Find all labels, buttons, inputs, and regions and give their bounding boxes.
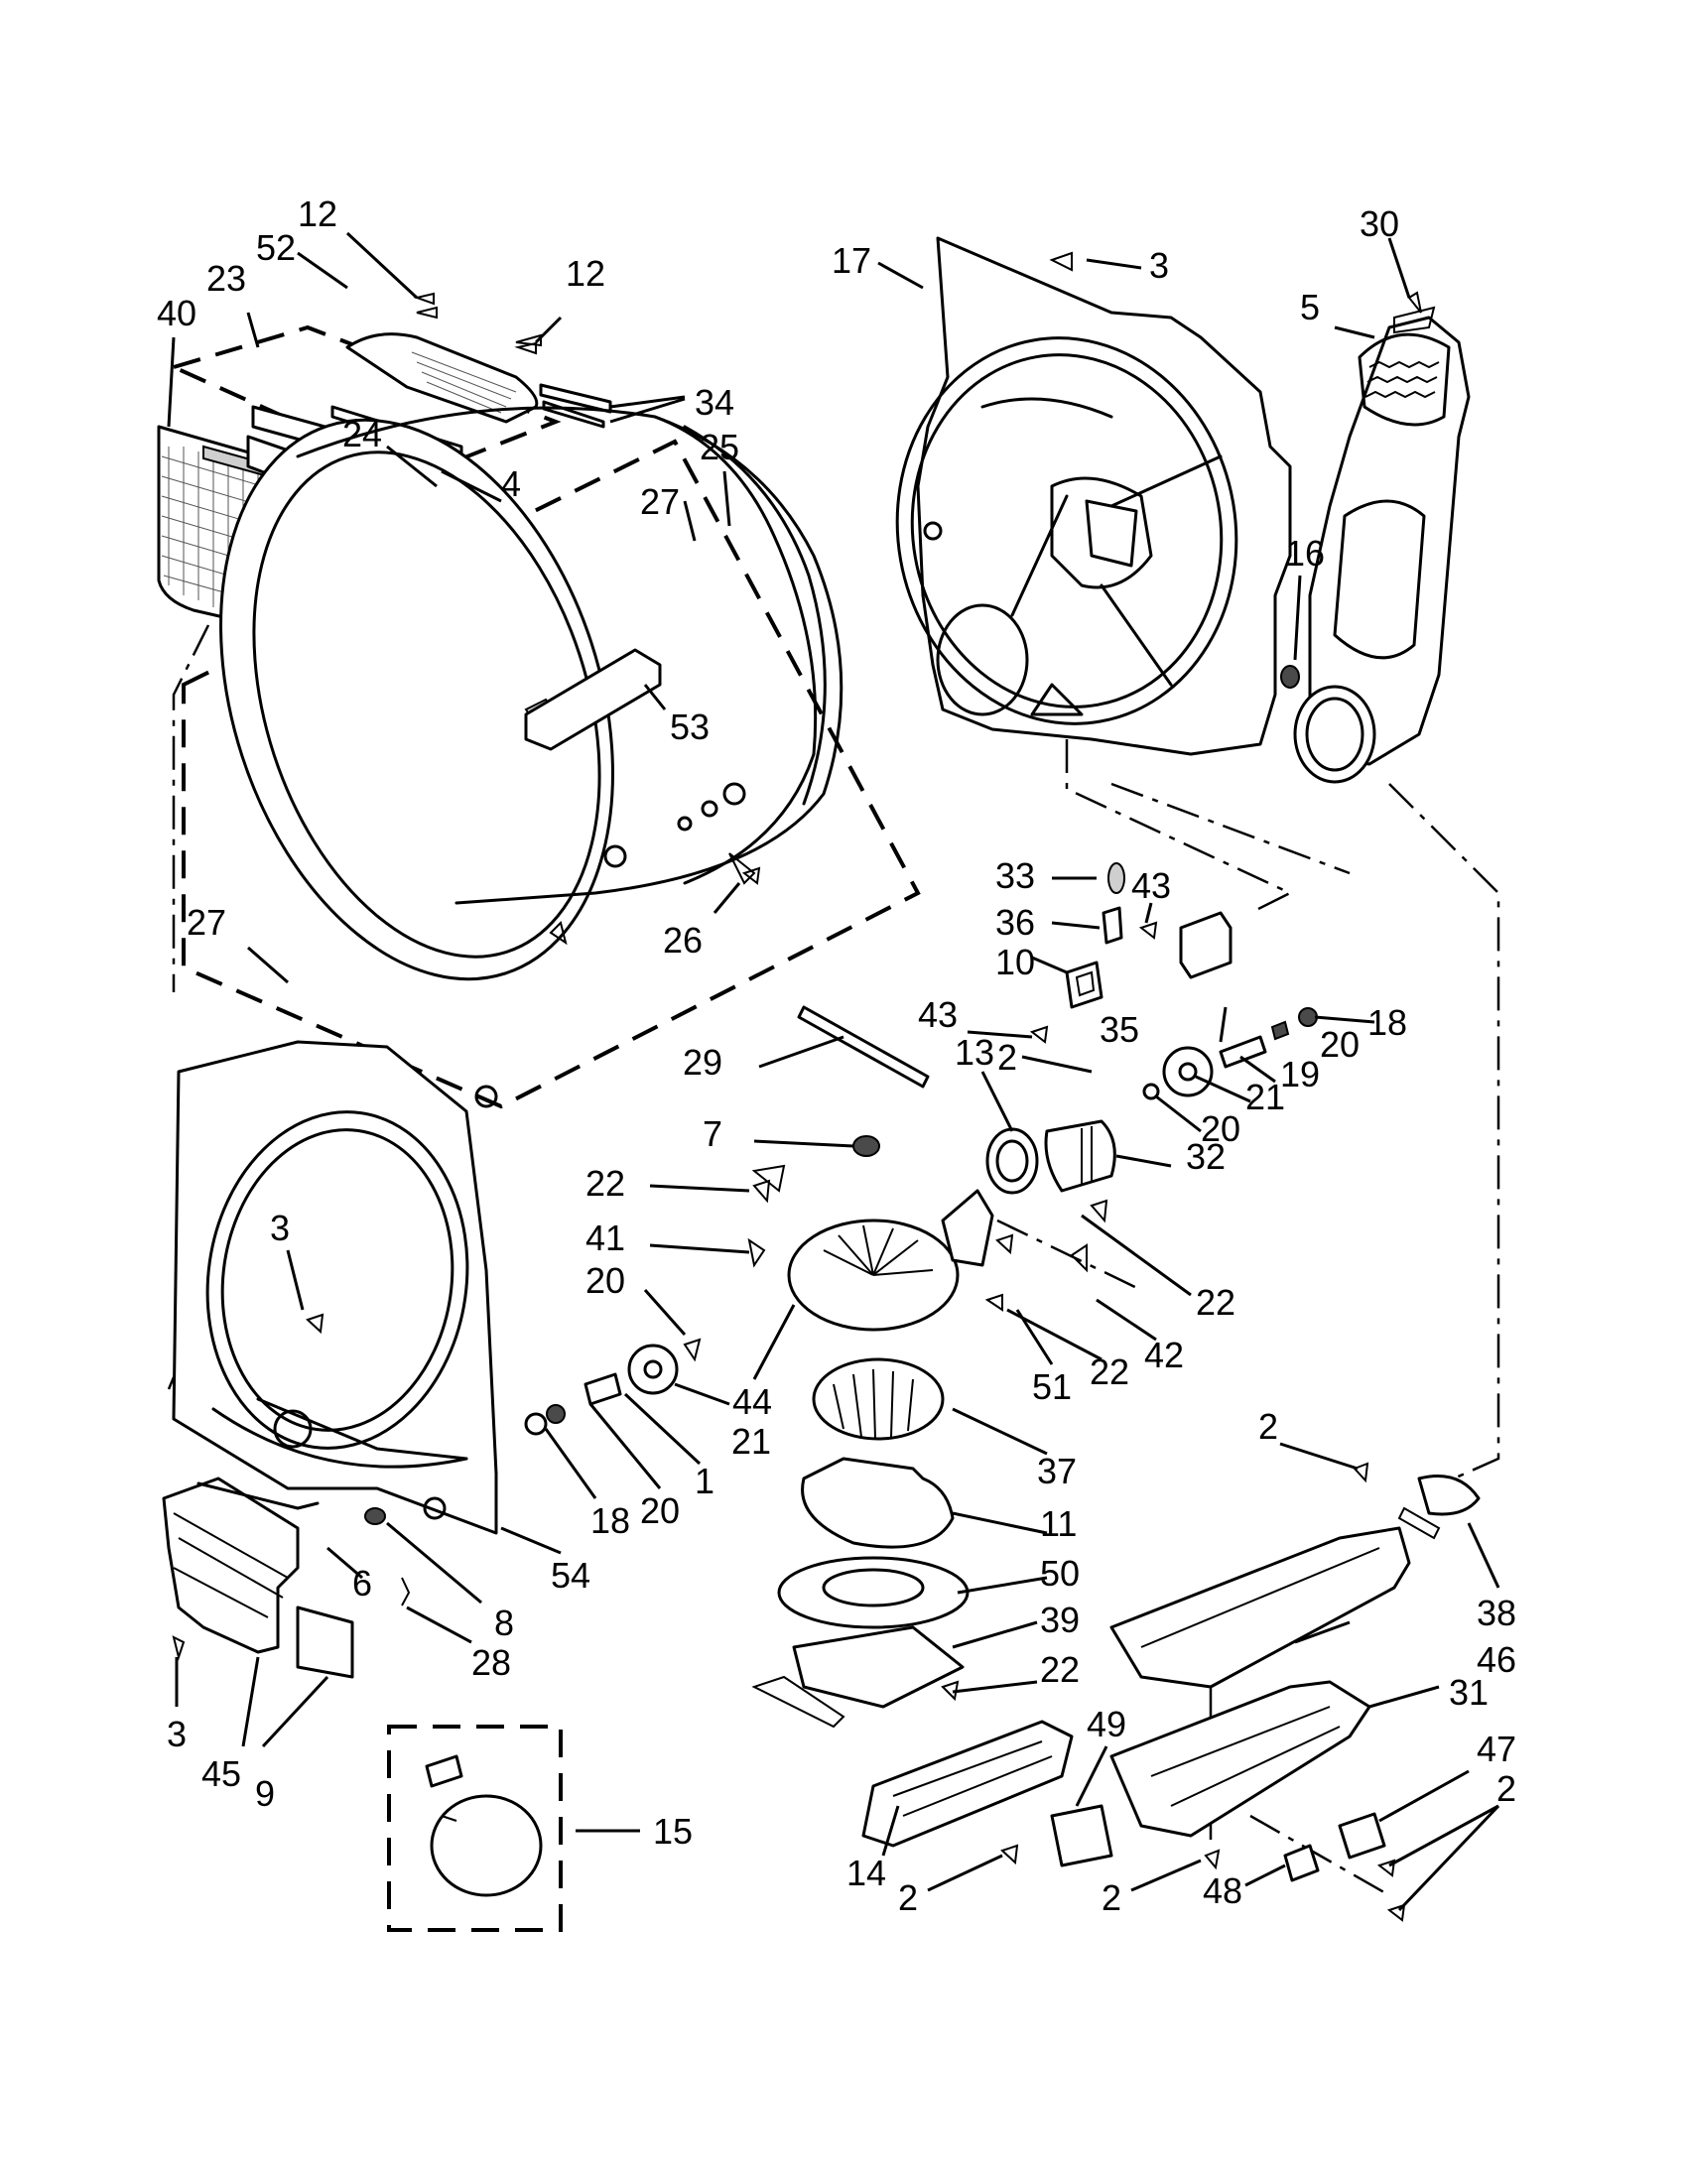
callout-27: 27 (640, 481, 680, 522)
front-bulkhead (172, 1040, 498, 1535)
callout-50: 50 (1040, 1553, 1080, 1594)
callout-54: 54 (551, 1555, 590, 1596)
callout-22: 22 (1090, 1351, 1129, 1392)
callout-20: 20 (1201, 1108, 1240, 1149)
callout-19: 19 (1280, 1054, 1320, 1094)
callout-21: 21 (1245, 1077, 1285, 1117)
callout-26: 26 (663, 920, 703, 961)
callout-40: 40 (157, 293, 196, 333)
callout-30: 30 (1360, 203, 1399, 244)
callout-4: 4 (501, 463, 521, 504)
callout-5: 5 (1300, 287, 1320, 327)
callout-6: 6 (352, 1563, 372, 1604)
blower-parts (747, 1005, 1116, 1729)
callout-22: 22 (1196, 1282, 1235, 1323)
callout-20: 20 (640, 1490, 680, 1531)
callout-20: 20 (1320, 1024, 1360, 1065)
callout-34: 34 (695, 382, 734, 423)
callout-52: 52 (256, 227, 296, 268)
front-duct-parts (162, 1477, 411, 1679)
callout-15: 15 (653, 1811, 693, 1852)
callout-22: 22 (1040, 1649, 1080, 1690)
callout-48: 48 (1203, 1870, 1242, 1911)
callout-2: 2 (1102, 1877, 1121, 1918)
callout-3: 3 (270, 1208, 290, 1248)
screws (306, 251, 1108, 1335)
callout-35: 35 (1100, 1009, 1139, 1050)
callout-9: 9 (255, 1773, 275, 1814)
callout-41: 41 (585, 1218, 625, 1258)
callout-27: 27 (187, 902, 226, 943)
callout-10: 10 (995, 942, 1035, 982)
callout-3: 3 (167, 1714, 187, 1754)
callout-53: 53 (670, 707, 710, 747)
callout-28: 28 (471, 1642, 511, 1683)
callout-2: 2 (997, 1037, 1017, 1078)
callout-11: 11 (1040, 1503, 1077, 1544)
callout-33: 33 (995, 855, 1035, 896)
callout-49: 49 (1087, 1704, 1126, 1744)
callout-22: 22 (585, 1163, 625, 1204)
rear-bulkhead (895, 236, 1292, 756)
callout-45: 45 (201, 1753, 241, 1794)
callout-18: 18 (1367, 1002, 1407, 1043)
callout-8: 8 (494, 1603, 514, 1643)
callout-46: 46 (1477, 1639, 1516, 1680)
callout-51: 51 (1032, 1366, 1072, 1407)
callout-43: 43 (1131, 865, 1171, 906)
callout-47: 47 (1477, 1729, 1516, 1769)
callout-2: 2 (1496, 1768, 1516, 1809)
callout-32: 32 (1186, 1136, 1226, 1177)
callout-44: 44 (732, 1381, 772, 1422)
callout-14: 14 (846, 1853, 886, 1893)
callout-3: 3 (1149, 245, 1169, 286)
callout-29: 29 (683, 1042, 722, 1083)
callout-20: 20 (585, 1260, 625, 1301)
callout-36: 36 (995, 902, 1035, 943)
callout-13: 13 (955, 1032, 994, 1073)
callout-16: 16 (1285, 533, 1325, 574)
callout-1: 1 (695, 1461, 714, 1501)
callout-43: 43 (918, 994, 958, 1035)
callout-24: 24 (342, 414, 382, 454)
callout-21: 21 (731, 1421, 771, 1462)
callout-7: 7 (703, 1113, 722, 1154)
leader-lines (167, 231, 1500, 1912)
callout-31: 31 (1449, 1672, 1489, 1713)
callout-17: 17 (832, 240, 871, 281)
callout-23: 23 (206, 258, 246, 299)
callout-37: 37 (1037, 1451, 1077, 1491)
callout-labels: 12 52 23 40 12 34 24 4 25 27 53 27 26 17… (157, 193, 1516, 1918)
callout-38: 38 (1477, 1593, 1516, 1633)
callout-39: 39 (1040, 1600, 1080, 1640)
drum (219, 406, 844, 1108)
kit-15-contents (425, 1754, 543, 1897)
callout-18: 18 (590, 1500, 630, 1541)
callout-12: 12 (298, 193, 337, 234)
heater-duct-parts (861, 1462, 1481, 1922)
rear-duct-panel (1280, 291, 1471, 784)
callout-2: 2 (1258, 1406, 1278, 1447)
rear-roller-parts (1142, 1007, 1318, 1100)
callout-2: 2 (898, 1877, 918, 1918)
front-roller-parts (524, 1338, 702, 1436)
sensor-bracket-parts (1029, 862, 1233, 1044)
callout-42: 42 (1144, 1335, 1184, 1375)
callout-12: 12 (566, 253, 605, 294)
callout-25: 25 (700, 427, 739, 467)
